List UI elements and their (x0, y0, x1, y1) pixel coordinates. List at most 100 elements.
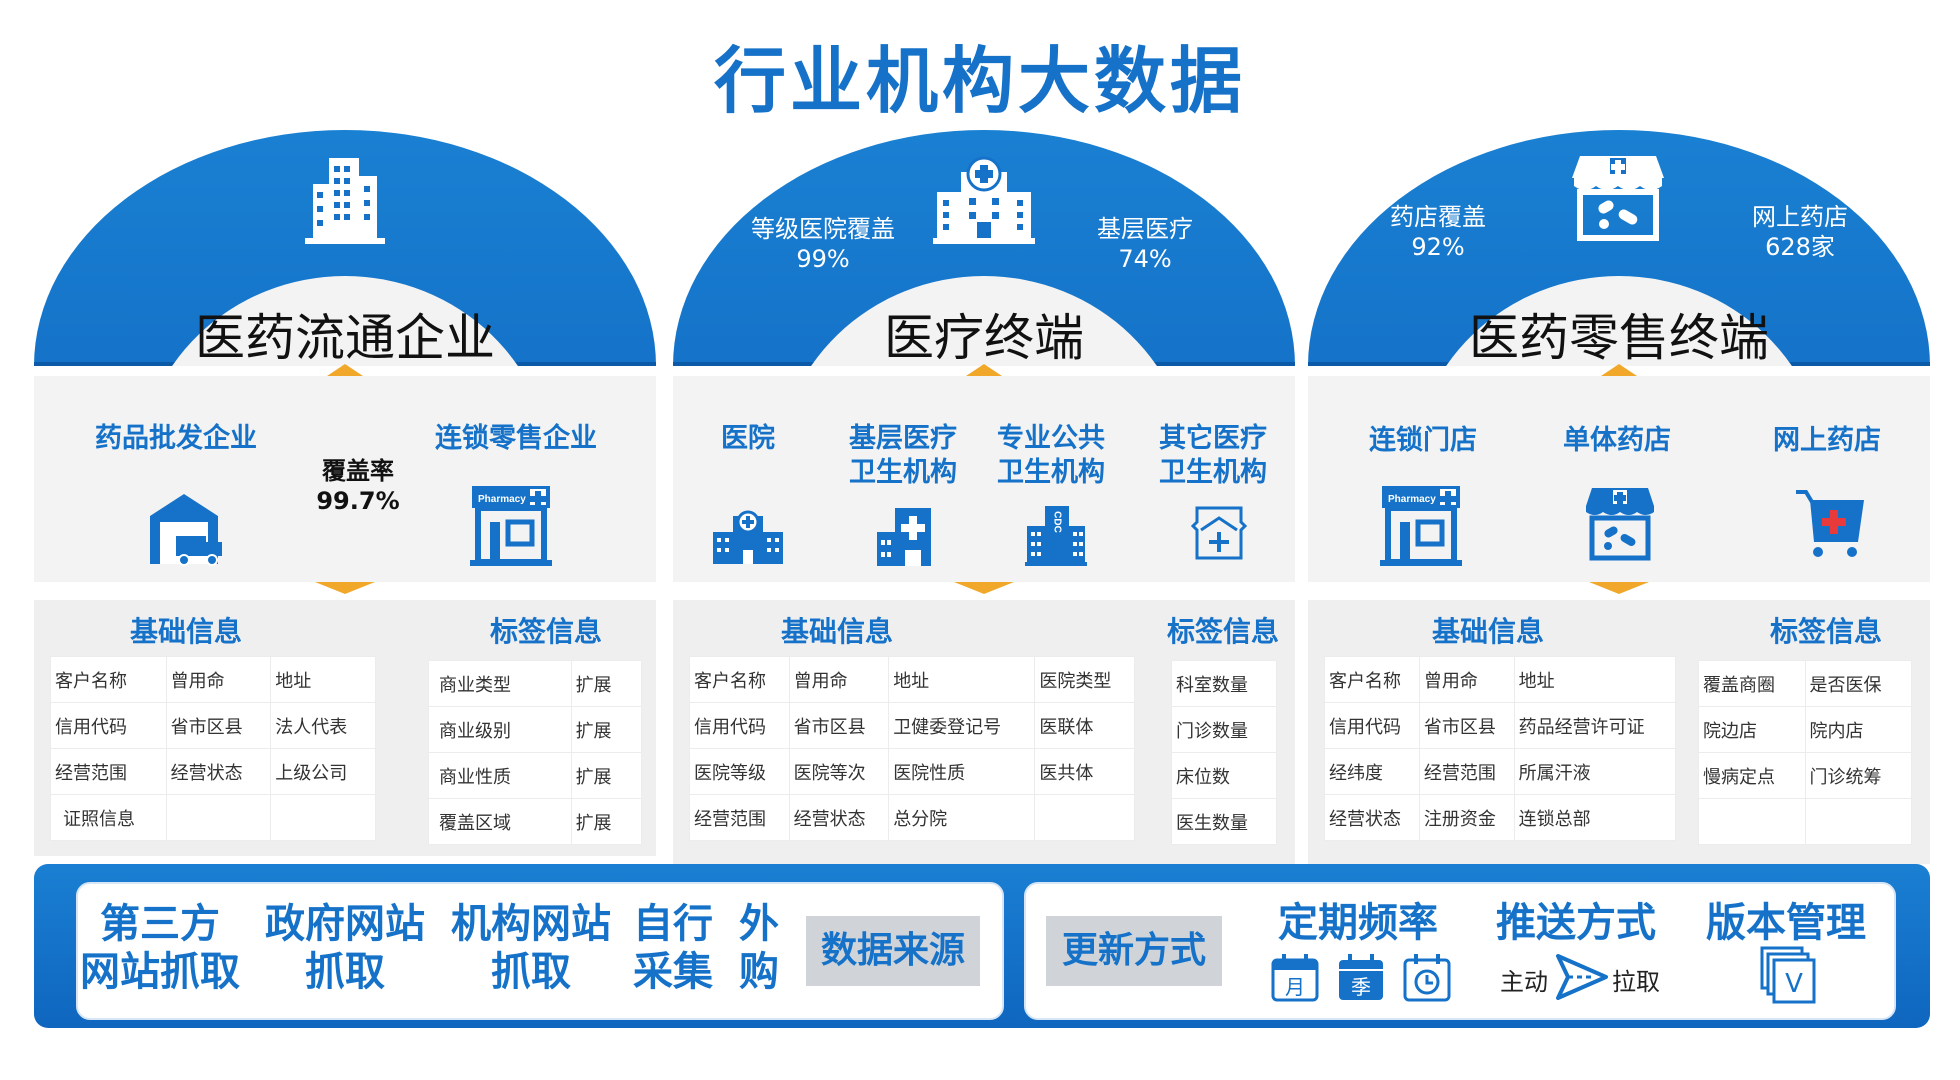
table-cell: 法人代表 (270, 702, 376, 749)
table-row: 院边店 院内店 (1698, 706, 1912, 753)
cdc-sign-text: CDC (1052, 511, 1063, 533)
stat-label: 等级医院覆盖 (751, 215, 895, 243)
table-cell: 信用代码 (689, 702, 790, 749)
table-cell: 客户名称 (1324, 656, 1420, 703)
table-row: 商业类型 扩展 (428, 660, 643, 707)
push-arrow-icon (1556, 954, 1608, 1000)
clinic-icon (877, 508, 931, 566)
tag-info-table: 科室数量 门诊数量 床位数 医生数量 (1171, 660, 1277, 845)
category-other-medical: 其它医疗卫生机构 (1159, 423, 1267, 488)
stat-grade-hospital: 等级医院覆盖 99% (723, 214, 923, 274)
section-dome: 药店覆盖 92% 网上药店 628家 医药零售终端 (1308, 130, 1930, 366)
pharmacy-icon: Pharmacy (470, 486, 552, 566)
table-cell: 院边店 (1698, 706, 1806, 753)
table-cell: 医院类型 (1034, 656, 1135, 703)
basic-info-table: 客户名称 曾用命 地址 信用代码 省市区县 药品经营许可证 经纬度 经营范围 所… (1324, 656, 1677, 841)
source-line: 外 (739, 901, 779, 947)
table-cell: 客户名称 (689, 656, 790, 703)
source-line: 政府网站 (265, 901, 425, 947)
table-cell: 商业性质 (428, 752, 572, 799)
push-active-label: 主动 (1500, 968, 1548, 996)
season-text: 季 (1351, 975, 1371, 999)
stat-label: 网上药店 (1752, 203, 1848, 231)
hospital-icon (933, 156, 1035, 244)
source-third-party: 第三方 网站抓取 (80, 900, 240, 996)
table-row: 覆盖区域 扩展 (428, 798, 643, 845)
table-cell: 经营状态 (1324, 794, 1420, 841)
tag-info-heading: 标签信息 (1167, 615, 1280, 648)
source-line: 网站抓取 (80, 949, 240, 995)
table-cell: 上级公司 (270, 748, 376, 795)
category-public-health: 专业公共卫生机构 (997, 423, 1105, 488)
table-cell: 科室数量 (1171, 660, 1277, 707)
connector-top-marker (966, 364, 1002, 376)
table-row: 经营范围 经营状态 上级公司 (50, 748, 376, 795)
table-cell: 商业级别 (428, 706, 572, 753)
table-cell: 医共体 (1034, 748, 1135, 795)
table-row: 信用代码 省市区县 卫健委登记号 医联体 (689, 702, 1135, 749)
version-management-heading: 版本管理 (1706, 900, 1866, 946)
online-pharmacy-cart-icon (1796, 490, 1864, 557)
medical-house-icon (1191, 506, 1247, 560)
table-row: 证照信息 (50, 794, 376, 841)
basic-info-heading: 基础信息 (1432, 615, 1545, 648)
table-cell: 信用代码 (50, 702, 167, 749)
push-method-heading: 推送方式 (1496, 900, 1656, 946)
stat-label: 药店覆盖 (1390, 203, 1486, 231)
table-cell: 床位数 (1171, 752, 1277, 799)
table-cell: 扩展 (570, 660, 643, 707)
table-cell: 证照信息 (50, 794, 167, 841)
basic-info-table: 客户名称 曾用命 地址 医院类型 信用代码 省市区县 卫健委登记号 医联体 医院… (689, 656, 1135, 841)
table-cell: 省市区县 (1418, 702, 1515, 749)
table-row: 医院等级 医院等次 医院性质 医共体 (689, 748, 1135, 795)
warehouse-truck-icon (150, 494, 222, 566)
info-panel: 基础信息 标签信息 客户名称 曾用命 地址 信用代码 省市区县 药品经营许可证 … (1308, 600, 1930, 864)
update-method-label: 更新方式 (1046, 916, 1222, 986)
table-cell: 经营状态 (788, 794, 890, 841)
version-mark-text: V (1785, 969, 1803, 999)
table-cell: 医联体 (1034, 702, 1135, 749)
stat-pharmacy-coverage: 药店覆盖 92% (1338, 202, 1538, 262)
stat-value: 74% (1118, 245, 1172, 273)
category-panel: 医院 基层医疗卫生机构 专业公共卫生机构 其它医疗卫生机构 CDC (673, 376, 1295, 582)
table-row: 信用代码 省市区县 法人代表 (50, 702, 376, 749)
category-panel: 连锁门店 单体药店 网上药店 Pharmacy (1308, 376, 1930, 582)
section-title: 医药零售终端 (1469, 309, 1769, 366)
connector-bottom-marker (954, 582, 1014, 594)
source-line: 抓取 (491, 949, 571, 995)
calendar-clock-icon (1403, 954, 1451, 1002)
stat-value: 92% (1411, 233, 1465, 261)
connector-bottom-marker (1589, 582, 1649, 594)
source-line: 采集 (633, 949, 713, 995)
tag-info-table: 商业类型 扩展 商业级别 扩展 商业性质 扩展 覆盖区域 扩展 (428, 660, 643, 845)
table-cell: 覆盖商圈 (1698, 660, 1806, 707)
coverage-label: 覆盖率 (322, 457, 394, 485)
coverage-value: 99.7% (316, 487, 400, 515)
table-cell: 覆盖区域 (428, 798, 572, 845)
table-cell: 连锁总部 (1513, 794, 1677, 841)
connector-top-marker (327, 364, 363, 376)
table-row: 经纬度 经营范围 所属汗液 (1324, 748, 1677, 795)
table-cell: 注册资金 (1418, 794, 1515, 841)
source-line: 购 (739, 949, 779, 995)
table-cell (270, 794, 376, 841)
table-row: 信用代码 省市区县 药品经营许可证 (1324, 702, 1677, 749)
category-online-pharmacy: 网上药店 (1773, 425, 1881, 456)
basic-info-heading: 基础信息 (781, 615, 894, 648)
table-row: 科室数量 (1171, 660, 1277, 707)
pharmacy-sign-text: Pharmacy (478, 494, 526, 505)
section-distribution: 医药流通企业 药品批发企业 连锁零售企业 覆盖率 99.7% Pharmacy … (34, 130, 656, 860)
calendar-season-icon: 季 (1339, 954, 1383, 1000)
table-cell: 经营范围 (50, 748, 167, 795)
source-line: 抓取 (305, 949, 385, 995)
section-dome: 等级医院覆盖 99% 基层医疗 74% 医疗终端 (673, 130, 1295, 366)
hospital-small-icon (713, 510, 783, 564)
calendar-month-icon: 月 (1271, 954, 1319, 1002)
source-line: 第三方 (100, 901, 220, 947)
category-chain-store: 连锁门店 (1369, 425, 1477, 456)
table-cell: 曾用命 (1418, 656, 1515, 703)
table-cell (1804, 798, 1912, 845)
table-cell: 院内店 (1804, 706, 1912, 753)
table-cell: 省市区县 (788, 702, 890, 749)
table-cell: 扩展 (570, 752, 643, 799)
